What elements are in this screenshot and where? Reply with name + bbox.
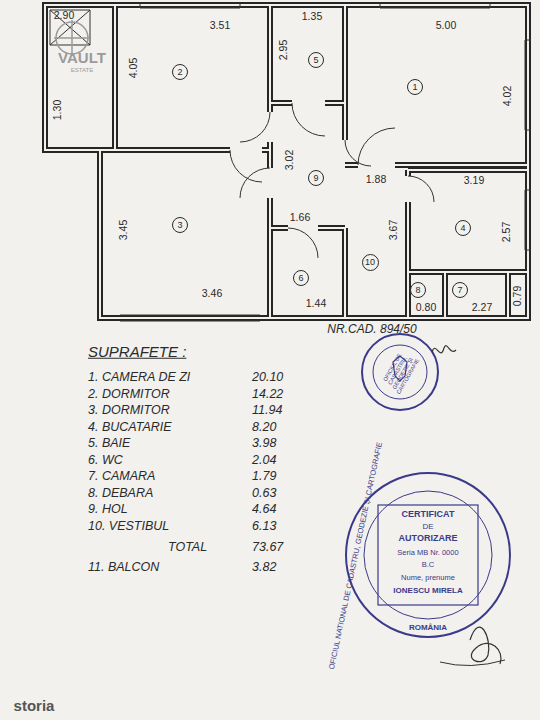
table-cell: 2. DORMITOR [88,388,170,402]
table-heading: SUPRAFETE : [88,344,186,361]
table-cell: 3.98 [252,437,276,451]
table-cell: 2.04 [252,454,276,468]
room-number: 3 [172,217,188,233]
table-cell: 0.63 [252,487,276,501]
table-cell: 73.67 [252,541,283,555]
dimension: 4.02 [502,86,514,106]
dimension: 1.35 [302,11,322,23]
dimension: 3.19 [464,175,484,187]
table-cell: 8.20 [252,421,276,435]
room-number-text: 1 [412,82,417,92]
room-number: 9 [308,170,324,186]
dimension: 5.00 [436,20,456,32]
dimension: 1.44 [306,298,326,310]
dimension: 2.57 [501,222,513,242]
stamp-text: AUTORIZARE [399,534,458,544]
table-cell: 3.82 [252,561,276,575]
room-number: 5 [308,52,324,68]
dimension: 1.30 [52,100,64,120]
table-cell: 8. DEBARA [88,487,153,501]
table-cell: 1.79 [252,470,276,484]
site-logo: storia [14,698,55,715]
table-cell: 14.22 [252,388,283,402]
room-number: 4 [455,220,471,236]
room-number: 10 [362,254,379,271]
dimension: 3.45 [118,220,130,240]
dimension: 0.80 [416,302,436,314]
table-cell: 6. WC [88,454,123,468]
table-cell: 1. CAMERA DE ZI [88,371,190,385]
watermark: VAULT [58,50,106,67]
stamp-text: ROMÂNIA [409,624,447,633]
stamp-text: Seria MB Nr. 0000 [397,549,458,557]
stamp-text: IONESCU MIRELA [393,587,462,596]
dimension: 2.95 [278,40,290,60]
dimension: 3.46 [202,288,222,300]
room-number: 2 [172,64,188,80]
room-number-text: 7 [457,285,462,295]
room-number: 1 [407,79,423,95]
room-number-text: 9 [313,173,318,183]
table-cell: 3. DORMITOR [88,404,170,418]
room-number-text: 2 [177,67,182,77]
stamp-text: OFICIUL NATIONAL DE CADASTRU, GEODEZIE Ș… [328,442,384,671]
room-number: 6 [293,270,309,286]
room-number: 7 [452,282,468,298]
stamp-text: CERTIFICAT [402,510,455,520]
table-cell: 7. CAMARA [88,470,155,484]
stamp-text: DE [422,523,433,532]
cadastral-number: NR.CAD. 894/50 [327,323,416,336]
table-cell: 4. BUCATARIE [88,421,172,435]
table-cell: 11.94 [252,404,282,418]
room-number-text: 5 [313,55,318,65]
dimension: 3.67 [388,220,400,240]
table-cell: 10. VESTIBUL [88,520,169,534]
table-cell: 6.13 [252,520,276,534]
room-number-text: 6 [298,273,303,283]
room-number-text: 4 [460,223,465,233]
watermark: ESTATE [71,67,93,74]
dimension: 3.51 [210,20,230,32]
dimension: 2.90 [54,10,74,22]
table-cell: 9. HOL [88,503,128,517]
table-cell: 5. BAIE [88,437,130,451]
table-cell: 4.64 [252,503,276,517]
room-number: 8 [410,282,426,298]
table-cell: 11. BALCON [88,561,159,575]
table-cell: 20.10 [252,371,283,385]
dimension: 3.02 [284,150,296,170]
room-number-text: 3 [177,220,182,230]
stamp-text: Nume, prenume [401,574,455,582]
dimension: 4.05 [128,58,140,78]
dimension: 2.27 [472,302,492,314]
stamp-text: B.C [422,561,435,569]
dimension: 1.88 [366,174,386,186]
stamp-text: OFICIUL DE CADASTRU, GEODEZIE ȘI CARTOGR… [379,347,422,397]
table-cell: TOTAL [168,541,207,555]
dimension: 0.79 [512,286,524,306]
room-number-text: 8 [415,285,420,295]
room-number-text: 10 [365,257,375,267]
dimension: 1.66 [290,212,310,224]
